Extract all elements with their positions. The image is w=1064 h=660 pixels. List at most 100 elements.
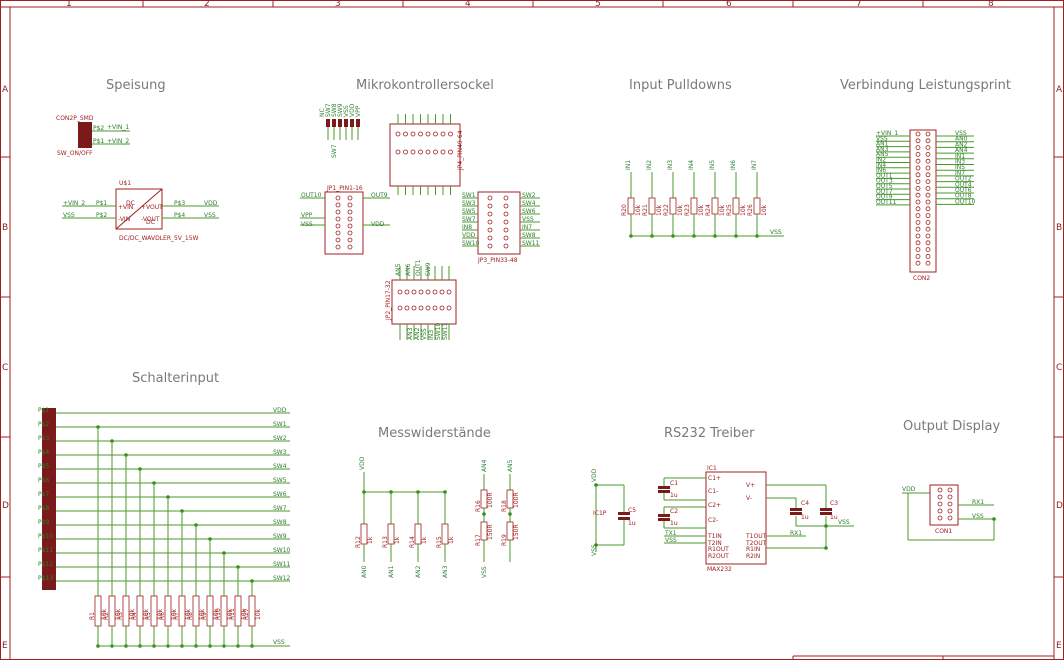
col-3: 3 [335,0,341,9]
con2-pad [915,226,921,232]
jp3-pad [503,211,509,217]
switch-net-4: SW4 [273,463,287,470]
jp1-pad [347,209,353,215]
c5-name: C5 [628,507,636,514]
jp3-left-3: SW7 [462,216,476,223]
con2-right-0: VSS [955,130,967,137]
pulldown-in-4: IN5 [709,160,716,170]
pulldown-in-0: IN1 [625,160,632,170]
mess-rname-3: R15 [436,536,443,548]
jp3-pins [487,195,509,249]
jp2-name: JP2_PIN17-32 [385,280,392,321]
jp2-bottom-4: SW10 [435,322,442,340]
jp3-left-5: VDD [462,232,476,239]
ic-vss-left: VSS [665,537,677,544]
top-pin-sw: SW7 [331,144,338,158]
jp1-pad [347,202,353,208]
con2-right-11: OUT8 [955,193,972,200]
pulldown-rval-6: 10k [761,204,768,216]
c1-value: 1u [670,492,678,499]
jp1-pad [347,216,353,222]
con2-pad [915,185,921,191]
pulldown-in-2: IN3 [667,160,674,170]
col-8: 8 [988,0,994,9]
switch-header-body [42,408,56,590]
c5-value: 1u [628,520,636,527]
con2-pad [915,247,921,253]
con2p-body [78,122,92,148]
icp-name: IC1P [593,510,607,517]
c2-symbol-b [658,518,670,521]
jp1-pad [347,237,353,243]
jp4-pad [425,149,431,155]
pulldown-in-1: IN2 [646,160,653,170]
con2-right-7: IN7 [955,170,965,177]
mess-bottom-0: AN0 [361,565,368,578]
title-rs232: RS232 Treiber [664,426,755,441]
con2-left-13: OUT11 [876,199,897,206]
switch-rval-3: 10k [143,608,150,620]
pulldown-resistor [753,197,761,215]
dcdc-vdd: VDD [204,200,218,207]
con2p-name: CON2P_SMD [56,115,94,122]
switch-rname-11: R27 [243,608,250,620]
pulldown-in-6: IN7 [751,160,758,170]
switch-pin-9: P$10 [38,533,53,540]
switch-rname-6: R7 [173,612,180,620]
jp2-pad [439,289,445,295]
con2-pad [925,247,931,253]
switch-net-1: SW1 [273,421,287,428]
row-d-right: D [1056,501,1063,511]
ic1-left-6: R1OUT [708,546,729,553]
title-schalter: Schalterinput [132,371,219,386]
mess-rt-name-0: R16 [475,500,482,512]
mess-rname-0: R12 [355,536,362,548]
col-1: 1 [66,0,72,9]
pulldown-rval-0: 10k [635,204,642,216]
jp1-pad [335,223,341,229]
jp2-pad [439,305,445,311]
jp4-pad [440,149,446,155]
con2-left-10: OUT5 [876,183,893,190]
switch-net-0: VDD [273,407,287,414]
con1-pad [937,487,943,493]
icp-vss: VSS [591,544,598,556]
switch-rname-2: R3 [117,612,124,620]
jp1-out9: OUT9 [371,192,388,199]
col-7: 7 [856,0,862,9]
c4-name: C4 [801,500,809,507]
jp1-out10: OUT10 [301,192,322,199]
ic1-left-4: T1IN [707,533,722,540]
dcdc-p3: P$3 [174,200,185,207]
jp3-pad [503,227,509,233]
con1-pad [937,501,943,507]
jp2-top-2: OUT1 [415,259,422,276]
top-pin-label-0: NC [319,108,326,117]
con2-pad [925,131,931,137]
switch-rval-7: 10k [199,608,206,620]
speisung-section: CON2P_SMD P$2 P$1 +VIN_1 +VIN_2 SW_ON/OF… [56,115,219,242]
con1-pad [947,515,953,521]
switch-rval-5: 10k [171,608,178,620]
con2-pad [925,192,931,198]
ic1-left-2: C2+ [708,502,721,509]
switch-rname-7: R8 [187,612,194,620]
con2p-pin1: P$1 [93,138,104,145]
ic1-right-1: V- [746,495,752,502]
ic1-left-1: C1- [708,488,718,495]
switch-pin-5: P$6 [38,477,49,484]
con1-pad [947,487,953,493]
switch-pin-11: P$12 [38,561,53,568]
con2-pad [925,219,931,225]
con2-right-6: IN5 [955,164,965,171]
jp1-pad [335,209,341,215]
mess-bottom-1: AN1 [388,565,395,578]
pulldown-rname-4: R24 [705,204,712,216]
con2-right-3: AN4 [955,147,968,154]
jp2-top-1: AN6 [405,263,412,276]
row-a-left: A [2,85,9,95]
mess-rt-val-0: 100R [487,492,494,508]
